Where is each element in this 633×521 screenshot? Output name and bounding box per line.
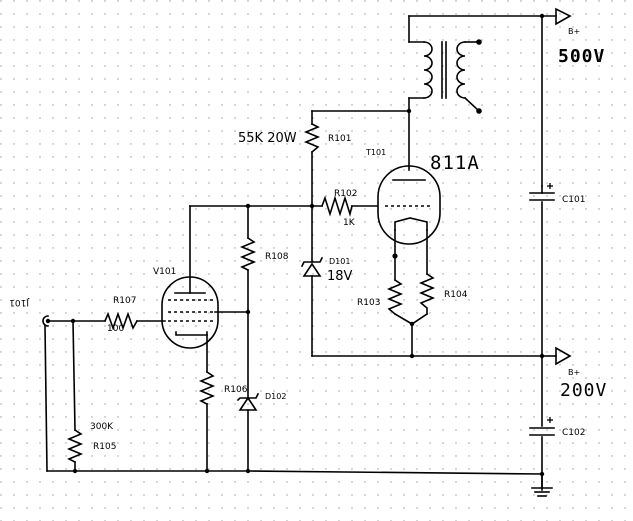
resistor-r101-icon [303,122,321,154]
b-plus-200-terminal-icon [555,346,572,366]
r103-label: R103 [357,298,380,308]
resistor-r102-icon [320,195,353,217]
resistor-r108-icon [239,236,257,272]
d102-label: D102 [265,392,286,401]
ground-icon [531,473,553,497]
capacitor-c102-icon [529,417,555,436]
resistor-r105-icon [66,428,84,464]
r101-label: R101 [328,134,351,144]
wire-jack-ground [44,325,48,472]
tube-v101-icon [161,276,219,349]
voltage-500v-label: 500V [558,46,605,67]
r104-label: R104 [444,290,468,300]
wire-r105-top [72,320,76,431]
j101-label: J101 [9,297,30,307]
r105-label: R105 [93,442,116,452]
b-plus-500-terminal-icon [555,7,572,26]
tube-811a-label: 811A [430,152,480,174]
c101-label: C101 [562,195,585,205]
tube-811a-icon [377,165,441,245]
c102-label: C102 [562,428,585,438]
r105-value-label: 300K [90,422,114,432]
r102-value-label: 1K [343,218,356,228]
d101-label: D101 [329,257,350,266]
zener-d102-icon [236,392,260,411]
r107-label: R107 [113,296,136,306]
t101-label: T101 [365,148,386,157]
r101-value-label: 55K 20W [238,131,297,146]
d101-value-label: 18V [327,269,353,284]
voltage-200v-label: 200V [560,380,607,401]
transformer-t101-icon [408,39,482,114]
input-jack-j101-icon [42,315,51,327]
resistor-r106-icon [198,370,216,406]
resistor-r107-icon [103,311,139,331]
junction-dots [70,13,545,477]
b-plus-500-label: B+ [568,27,580,36]
capacitor-c101-icon [529,183,555,201]
zener-d101-icon [300,256,324,277]
r107-value-label: 100 [107,324,124,334]
r102-label: R102 [334,189,357,199]
v101-label: V101 [153,267,176,277]
r106-label: R106 [224,385,248,395]
b-plus-200-label: B+ [568,368,580,377]
r108-label: R108 [265,252,289,262]
resistor-r104-icon [418,272,436,315]
resistor-r103-icon [386,278,404,316]
